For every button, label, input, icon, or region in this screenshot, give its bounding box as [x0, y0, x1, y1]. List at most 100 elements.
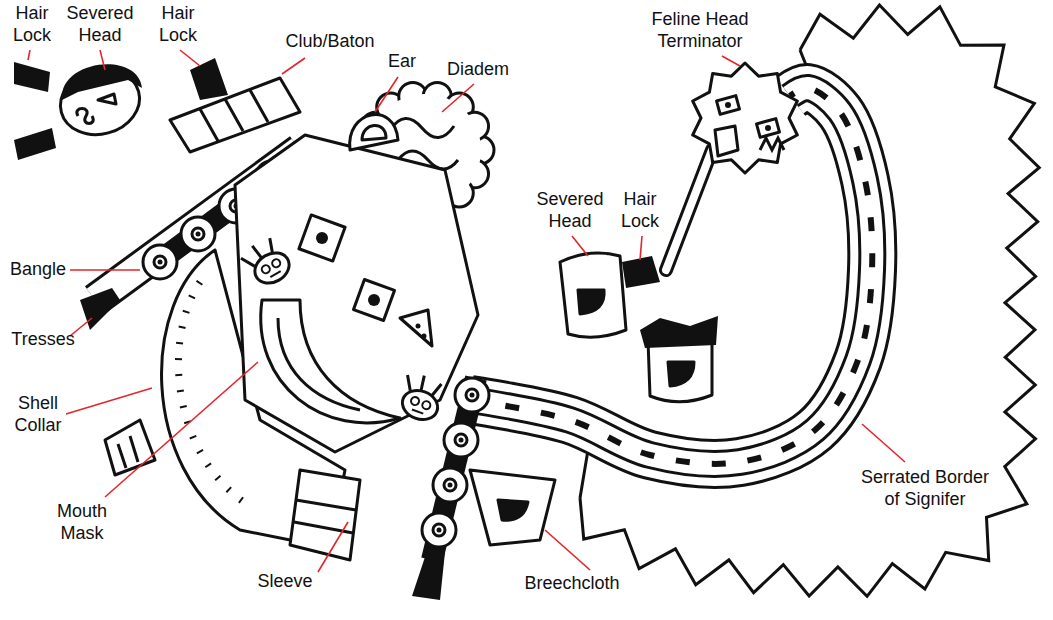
- bangle: [181, 217, 215, 251]
- leader-line: [100, 50, 105, 70]
- part-label: Ear: [382, 50, 422, 72]
- severed-head: [53, 61, 147, 144]
- mouth-mask: [261, 300, 400, 423]
- foot-stripes: [118, 436, 138, 468]
- leader-line: [545, 530, 590, 570]
- hair-lock: [14, 62, 50, 92]
- head-mouth: [77, 109, 93, 124]
- head-eye: [578, 290, 604, 314]
- head-eye: [98, 94, 116, 104]
- feline-pupil: [725, 102, 731, 108]
- part-label: Mouth Mask: [52, 500, 112, 544]
- part-label: Bangle: [3, 258, 73, 280]
- part-label: Hair Lock: [153, 2, 203, 46]
- border-join: [580, 450, 588, 498]
- leader-line: [66, 388, 152, 414]
- small-creature: [238, 234, 294, 291]
- nose-dot: [416, 324, 421, 329]
- feline-pupil: [765, 125, 771, 131]
- feline-eye: [757, 119, 780, 138]
- bangle-ring: [444, 479, 456, 491]
- signifer-pole: [666, 150, 712, 270]
- part-label: Breechcloth: [517, 572, 627, 594]
- feline-eye: [717, 96, 740, 115]
- hair-lock: [190, 58, 228, 100]
- bangle-dot: [158, 260, 163, 265]
- bangle-ring: [154, 256, 166, 268]
- bangle-dot: [437, 528, 442, 533]
- bangle-ring: [192, 228, 204, 240]
- leader-line: [70, 269, 140, 271]
- pupil: [316, 232, 328, 244]
- signifer-band: [470, 88, 872, 464]
- creature-eye: [271, 258, 282, 269]
- leader-line: [375, 77, 398, 112]
- band-marks: [470, 88, 872, 464]
- leader-line: [442, 84, 474, 112]
- signifer-pole: [666, 150, 712, 270]
- foot: [105, 420, 155, 475]
- bangle-dot: [448, 483, 453, 488]
- part-label: Severed Head: [60, 2, 140, 46]
- leader-line: [722, 56, 740, 66]
- bangle: [455, 378, 489, 412]
- part-label: Feline Head Terminator: [640, 8, 760, 52]
- creature-body: [249, 247, 294, 289]
- face: [235, 135, 478, 452]
- creature-mouth: [412, 410, 423, 414]
- sleeve-stripes: [294, 500, 356, 533]
- feline-whisker: [760, 138, 784, 150]
- bangle: [444, 423, 478, 457]
- bangle-dot: [459, 438, 464, 443]
- part-label: Tresses: [3, 328, 83, 350]
- hair-lock: [622, 256, 660, 288]
- part-label: Club/Baton: [275, 30, 385, 52]
- eye: [299, 215, 345, 261]
- signifer-band: [470, 88, 872, 464]
- leader-line: [640, 236, 642, 260]
- bangle-ring: [433, 524, 445, 536]
- leader-line: [180, 50, 200, 66]
- bangle: [422, 513, 456, 547]
- collar-shells: [178, 282, 248, 505]
- bangle-ring: [455, 434, 467, 446]
- mouth-mask-line: [278, 318, 360, 410]
- leader-line: [28, 50, 30, 60]
- breechcloth-eye: [498, 500, 528, 520]
- part-label: Hair Lock: [615, 188, 665, 232]
- part-label: Severed Head: [530, 188, 610, 232]
- bangle-dot: [470, 393, 475, 398]
- creature-mouth: [270, 271, 280, 277]
- severed-head: [560, 253, 626, 337]
- tresses: [412, 548, 445, 600]
- leader-line: [282, 58, 305, 74]
- pupil: [368, 294, 380, 306]
- hair-lock: [640, 316, 718, 348]
- breechcloth: [470, 470, 555, 545]
- bangle: [433, 468, 467, 502]
- part-label: Sleeve: [250, 570, 320, 592]
- club-baton: [170, 78, 300, 152]
- nose: [400, 310, 432, 346]
- leader-line: [862, 424, 905, 462]
- creature-body: [398, 386, 441, 425]
- leader-line: [105, 362, 258, 497]
- signifer-band: [470, 88, 872, 464]
- ear-inner: [362, 125, 386, 140]
- part-label: Diadem: [438, 58, 518, 80]
- eye: [353, 279, 394, 320]
- ear: [350, 115, 398, 150]
- bangle-ring: [466, 389, 478, 401]
- creature-eye: [260, 264, 271, 275]
- signifer-band: [470, 88, 872, 464]
- feline-muzzle: [715, 126, 738, 156]
- bangle-dot: [196, 232, 201, 237]
- bangle: [143, 245, 177, 279]
- part-label: Hair Lock: [7, 2, 57, 46]
- leader-line: [572, 236, 588, 256]
- head-eye: [668, 362, 694, 386]
- creature-eye: [410, 396, 420, 406]
